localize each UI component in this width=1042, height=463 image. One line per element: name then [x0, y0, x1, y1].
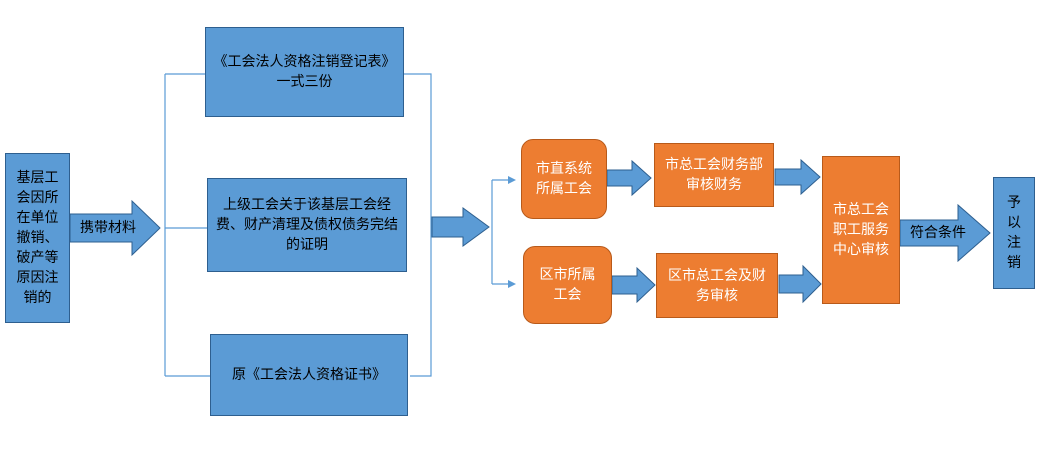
center-review-box: 市总工会 职工服务 中心审核 — [822, 156, 900, 304]
material-box-clearance-proof: 上级工会关于该基层工会经 费、财产清理及债权债务完结 的证明 — [207, 178, 407, 272]
district-finance-to-center-arrow — [778, 264, 822, 304]
city-to-finance-arrow — [606, 159, 652, 197]
material-box-original-certificate: 原《工会法人资格证书》 — [210, 334, 408, 416]
material-box-registration-form: 《工会法人资格注销登记表》 一式三份 — [205, 27, 404, 117]
qualify-arrow — [899, 203, 991, 263]
result-text: 予 以 注 销 — [1007, 195, 1021, 271]
branch-text-city-direct: 市直系统 所属工会 — [536, 161, 592, 197]
split-bracket-connector — [491, 179, 508, 285]
start-text: 基层工 会因所 在单位 撤销、 破产等 原因注 销的 — [16, 170, 59, 306]
start-box: 基层工 会因所 在单位 撤销、 破产等 原因注 销的 — [5, 153, 70, 323]
center-review-text: 市总工会 职工服务 中心审核 — [833, 202, 889, 258]
material-text-original-certificate: 原《工会法人资格证书》 — [232, 367, 386, 383]
review-box-city-finance: 市总工会财务部 审核财务 — [654, 143, 774, 207]
material-text-registration-form: 《工会法人资格注销登记表》 一式三份 — [213, 54, 396, 90]
left-bracket-connector — [164, 73, 210, 377]
review-text-district-finance: 区市总工会及财 务审核 — [668, 267, 766, 304]
material-text-clearance-proof: 上级工会关于该基层工会经 费、财产清理及债权债务完结 的证明 — [216, 197, 398, 253]
branch-text-district: 区市所属 工会 — [539, 267, 596, 303]
qualify-arrow-label: 符合条件 — [910, 225, 966, 241]
carry-arrow-label: 携带材料 — [80, 220, 136, 236]
review-box-district-finance: 区市总工会及财 务审核 — [656, 253, 778, 318]
district-to-finance-arrow — [611, 266, 656, 304]
materials-to-branches-arrow — [431, 207, 490, 247]
split-bottom-arrowhead — [508, 280, 516, 288]
review-text-city-finance: 市总工会财务部 审核财务 — [665, 157, 763, 193]
carry-arrow — [69, 199, 161, 257]
city-finance-to-center-arrow — [774, 158, 821, 196]
split-top-arrowhead — [508, 176, 516, 184]
branch-box-district: 区市所属 工会 — [523, 246, 612, 324]
right-bracket-connector — [404, 73, 432, 377]
branch-box-city-direct: 市直系统 所属工会 — [521, 139, 607, 219]
result-box: 予 以 注 销 — [993, 177, 1035, 289]
